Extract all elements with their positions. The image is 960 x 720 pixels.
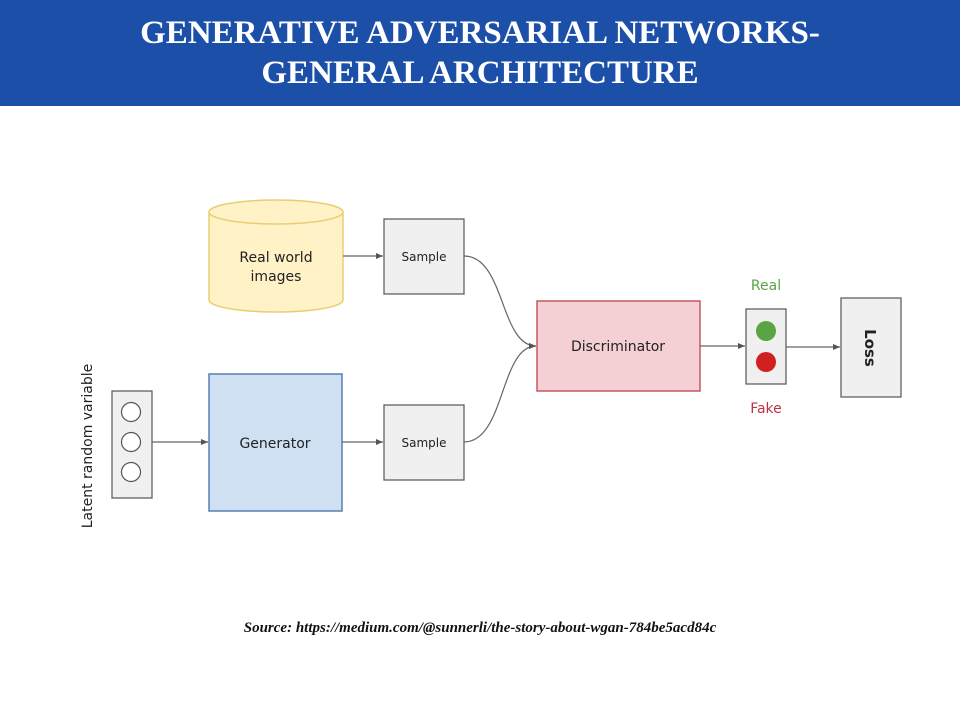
discriminator-label: Discriminator <box>571 339 665 355</box>
latent-node <box>120 431 142 453</box>
real-fake-indicator <box>745 308 787 385</box>
arrow-sample-top-to-discriminator <box>463 255 537 349</box>
generator-box: Generator <box>208 373 343 512</box>
fake-red-light <box>756 352 776 372</box>
generator-label: Generator <box>239 436 310 452</box>
real-images-label-1: Real world <box>239 250 312 266</box>
latent-node <box>120 401 142 423</box>
sample-box-top: Sample <box>383 218 465 295</box>
sample-bottom-label: Sample <box>402 436 447 450</box>
latent-variable-label: Latent random variable <box>80 364 96 529</box>
title-line-1: GENERATIVE ADVERSARIAL NETWORKS- <box>140 15 820 51</box>
title-line-2: GENERAL ARCHITECTURE <box>261 55 699 91</box>
connectors <box>152 253 840 445</box>
discriminator-box: Discriminator <box>536 300 701 392</box>
real-label: Real <box>751 278 781 294</box>
arrow-sample-bottom-to-discriminator <box>463 343 537 443</box>
latent-vector <box>111 390 153 499</box>
real-green-light <box>756 321 776 341</box>
loss-box: Loss <box>840 297 902 398</box>
sample-top-label: Sample <box>402 250 447 264</box>
source-citation: Source: https://medium.com/@sunnerli/the… <box>243 620 717 636</box>
loss-label: Loss <box>861 329 879 367</box>
real-world-images-database: Real world images <box>208 199 344 313</box>
latent-node <box>120 461 142 483</box>
real-images-label-2: images <box>251 269 302 285</box>
fake-label: Fake <box>750 401 782 417</box>
sample-box-bottom: Sample <box>383 404 465 481</box>
slide-title: GENERATIVE ADVERSARIAL NETWORKS- GENERAL… <box>0 0 960 106</box>
